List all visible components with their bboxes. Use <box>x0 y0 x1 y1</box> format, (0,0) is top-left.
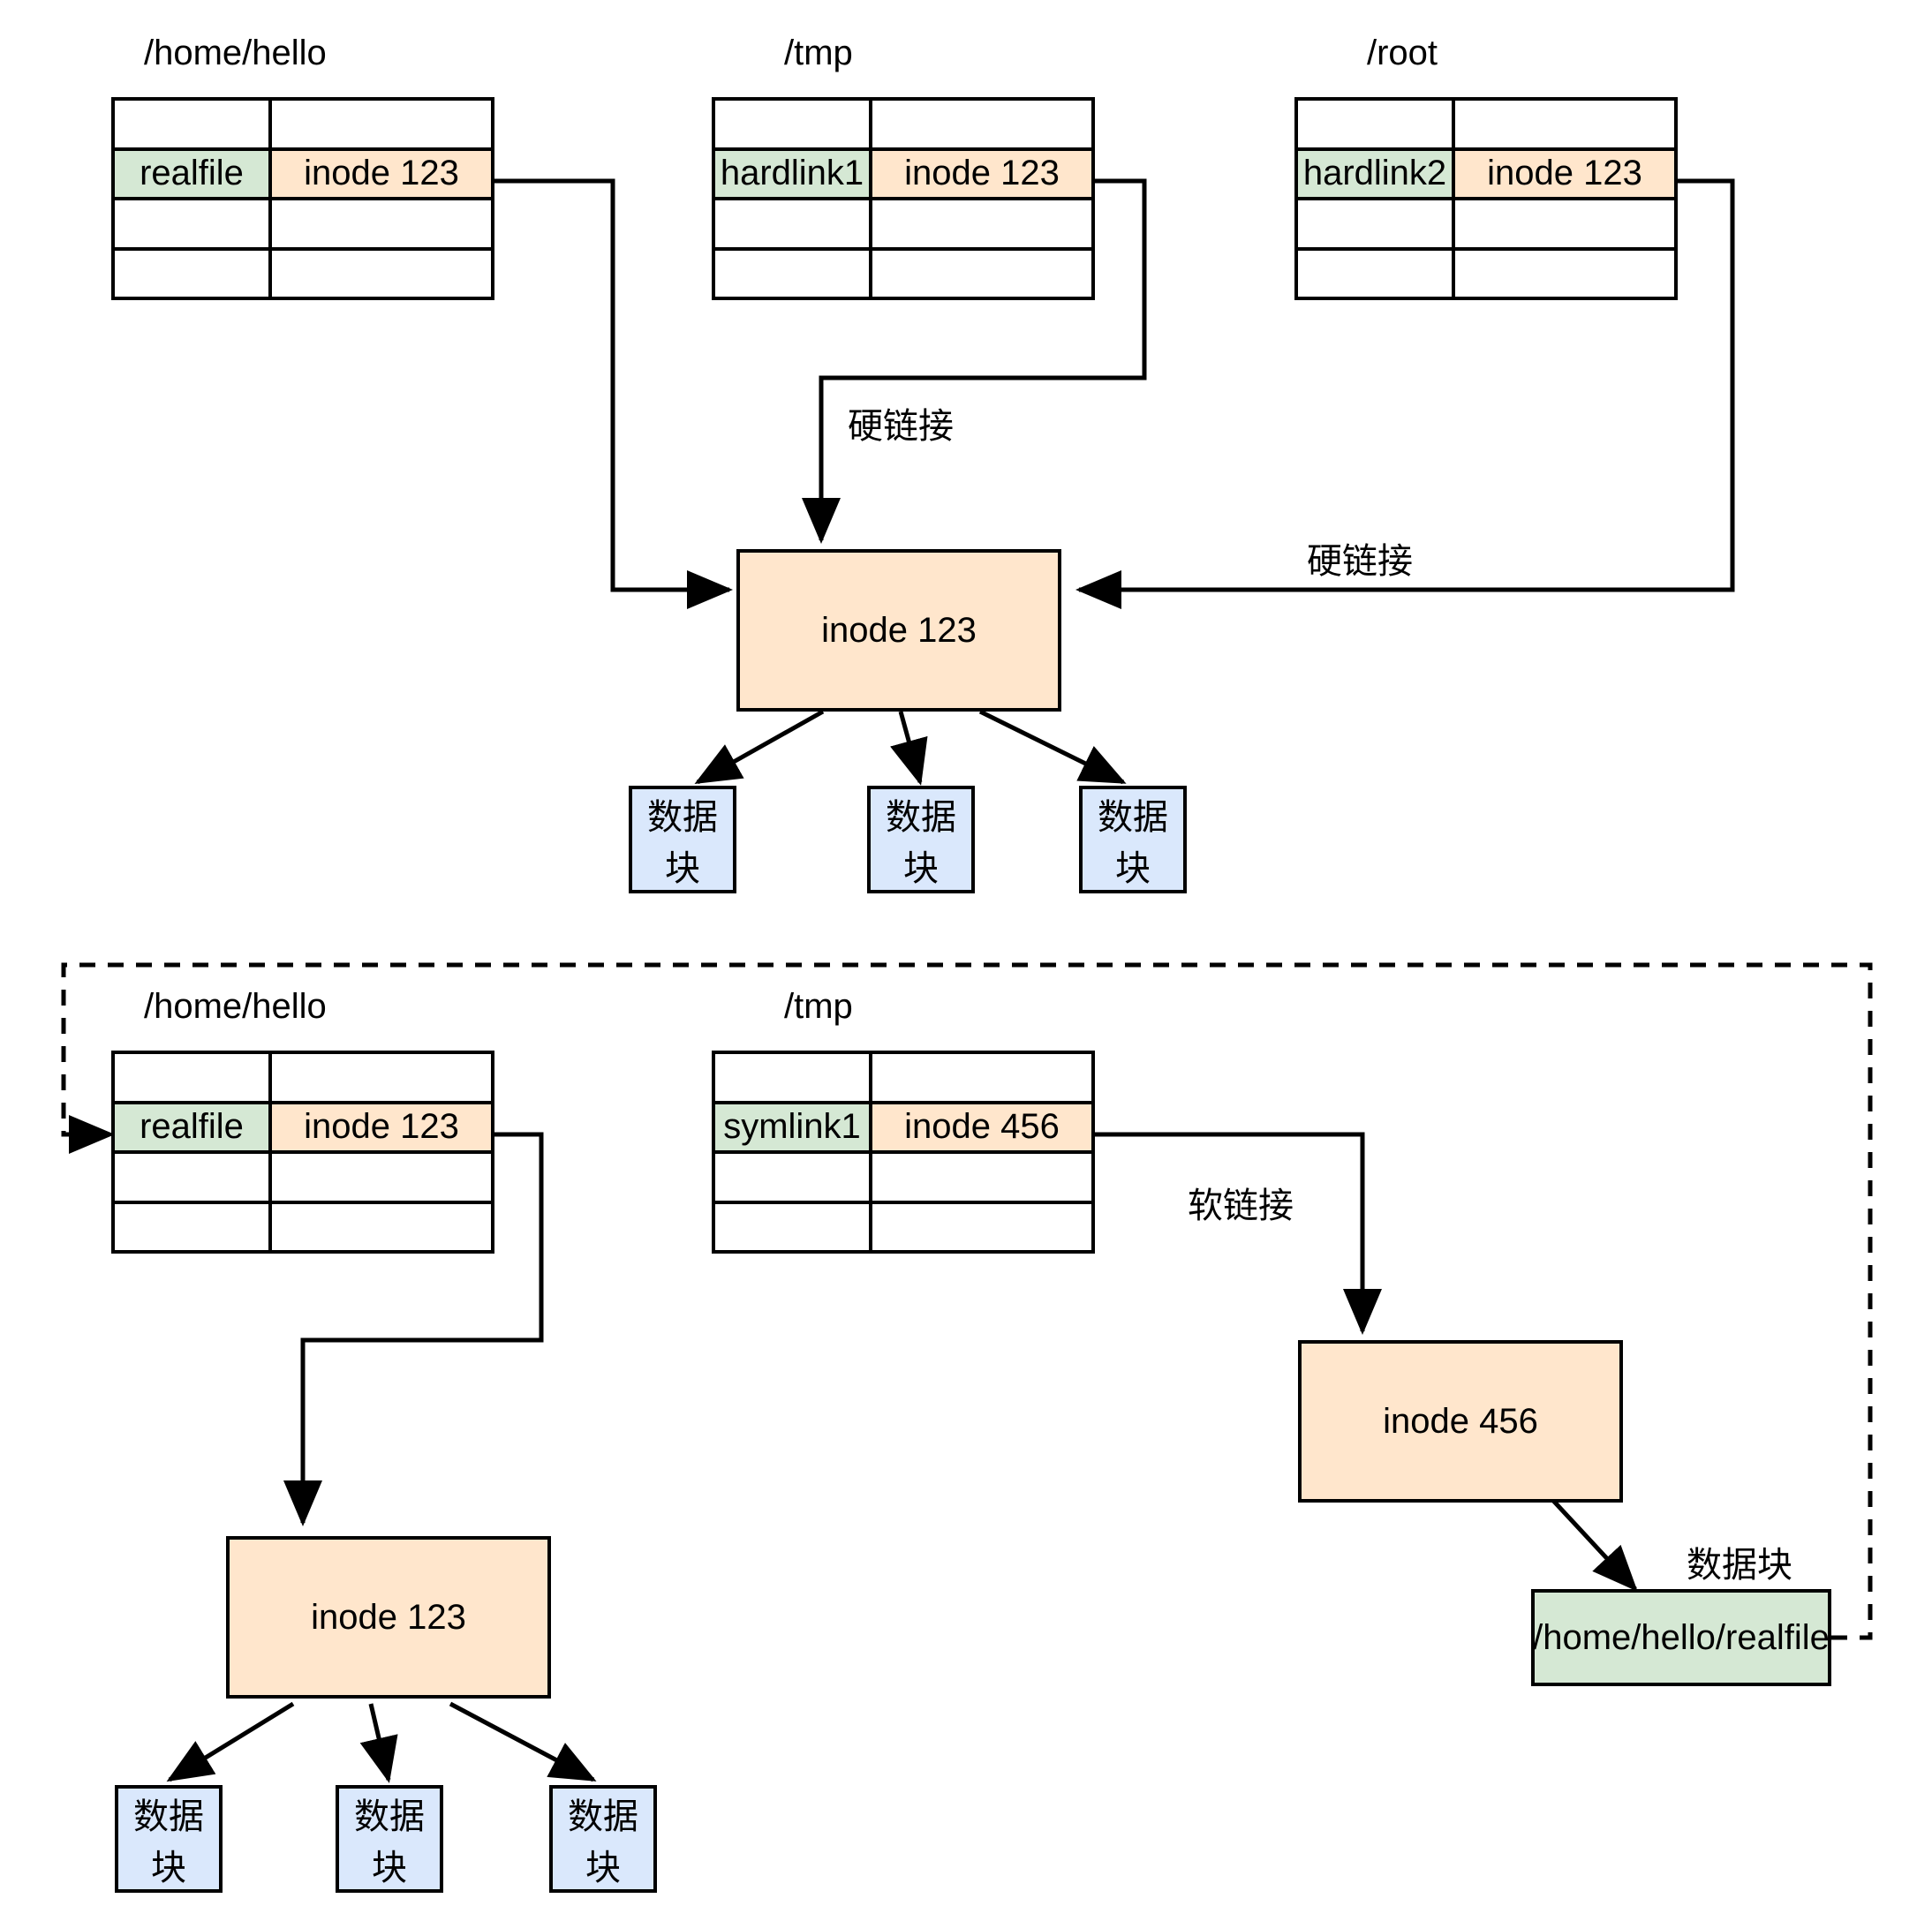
dir-cell-inode <box>272 101 491 147</box>
dir-row[interactable] <box>115 1203 491 1250</box>
dir-row[interactable]: hardlink1 inode 123 <box>715 150 1091 200</box>
edge-label-hardlink-center: 硬链接 <box>848 407 954 446</box>
dir-cell-name <box>1298 200 1455 247</box>
edge-symlink-to-inode456 <box>1095 1132 1382 1335</box>
dir-cell-name <box>115 1203 272 1250</box>
dir-cell-inode <box>872 200 1091 247</box>
edge-label-symlink: 软链接 <box>1188 1186 1294 1225</box>
dir-row[interactable] <box>115 1054 491 1104</box>
dir-cell-name: hardlink2 <box>1298 150 1455 197</box>
dir-cell-name: realfile <box>115 1104 272 1150</box>
dir-cell-name <box>715 200 872 247</box>
dir-cell-inode <box>872 101 1091 147</box>
dir-cell-inode: inode 123 <box>872 150 1091 197</box>
dir-cell-name: hardlink1 <box>715 150 872 197</box>
dir-cell-name: realfile <box>115 150 272 197</box>
dir-row[interactable]: realfile inode 123 <box>115 1104 491 1154</box>
data-block-top-1[interactable]: 数据块 <box>629 786 736 893</box>
dir-cell-name <box>1298 250 1455 297</box>
dir-table-home-hello-bottom[interactable]: realfile inode 123 <box>111 1051 494 1254</box>
dir-row[interactable] <box>1298 250 1674 297</box>
dir-row[interactable]: symlink1 inode 456 <box>715 1104 1091 1154</box>
dir-path-label-home-hello-top: /home/hello <box>144 34 327 72</box>
edge-inode-to-datablock-2 <box>890 711 928 786</box>
dir-cell-inode <box>272 1203 491 1250</box>
edge-inode-to-datablock-1 <box>694 709 825 785</box>
dir-path-label-tmp-top: /tmp <box>784 34 853 72</box>
dir-table-root-top[interactable]: hardlink2 inode 123 <box>1294 97 1678 300</box>
dir-cell-name <box>115 101 272 147</box>
dir-cell-inode: inode 456 <box>872 1104 1091 1150</box>
dir-row[interactable]: hardlink2 inode 123 <box>1298 150 1674 200</box>
dir-row[interactable] <box>115 1154 491 1204</box>
edge-home-hello-to-inode <box>494 178 733 609</box>
edge-label-hardlink-right: 硬链接 <box>1307 542 1413 581</box>
dir-table-tmp-bottom[interactable]: symlink1 inode 456 <box>712 1051 1095 1254</box>
dir-cell-inode <box>1455 200 1674 247</box>
edge-inode-bottom-to-datablock-2 <box>359 1703 398 1783</box>
data-block-top-2[interactable]: 数据块 <box>867 786 975 893</box>
edge-inode456-to-target-path <box>1543 1490 1638 1592</box>
data-block-bottom-3[interactable]: 数据块 <box>549 1785 657 1893</box>
dir-cell-name <box>115 1054 272 1101</box>
dir-table-tmp-top[interactable]: hardlink1 inode 123 <box>712 97 1095 300</box>
dir-cell-inode: inode 123 <box>272 150 491 197</box>
target-path-box[interactable]: /home/hello/realfile <box>1531 1589 1831 1686</box>
dir-cell-inode <box>272 1154 491 1201</box>
dir-row[interactable] <box>1298 200 1674 251</box>
dir-row[interactable] <box>115 200 491 251</box>
inode-box-123-bottom[interactable]: inode 123 <box>226 1536 551 1699</box>
dir-row[interactable] <box>715 250 1091 297</box>
edge-label-data-block-symlink: 数据块 <box>1687 1546 1792 1585</box>
dir-cell-name <box>715 1054 872 1101</box>
dir-row[interactable] <box>115 101 491 151</box>
dir-row[interactable] <box>715 1154 1091 1204</box>
dir-cell-inode <box>1455 101 1674 147</box>
dir-cell-name <box>115 1154 272 1201</box>
dir-cell-name <box>1298 101 1455 147</box>
dir-cell-inode <box>872 1054 1091 1101</box>
dir-row[interactable] <box>1298 101 1674 151</box>
edge-inode-to-datablock-3 <box>978 709 1127 785</box>
dir-cell-inode <box>272 250 491 297</box>
edge-inode-bottom-to-datablock-3 <box>449 1701 597 1782</box>
dir-cell-inode <box>272 1054 491 1101</box>
dir-cell-name <box>715 1154 872 1201</box>
dir-table-home-hello-top[interactable]: realfile inode 123 <box>111 97 494 300</box>
dir-path-label-root-top: /root <box>1367 34 1438 72</box>
dir-row[interactable] <box>715 101 1091 151</box>
dir-cell-name: symlink1 <box>715 1104 872 1150</box>
dir-cell-inode <box>272 200 491 247</box>
dir-row[interactable] <box>115 250 491 297</box>
dir-cell-name <box>115 250 272 297</box>
dir-cell-inode <box>872 250 1091 297</box>
data-block-bottom-2[interactable]: 数据块 <box>336 1785 443 1893</box>
dir-cell-inode: inode 123 <box>1455 150 1674 197</box>
dir-row[interactable] <box>715 1054 1091 1104</box>
dir-path-label-tmp-bottom: /tmp <box>784 987 853 1026</box>
dir-cell-name <box>715 250 872 297</box>
data-block-top-3[interactable]: 数据块 <box>1079 786 1187 893</box>
dir-cell-inode <box>872 1154 1091 1201</box>
inode-box-123-top[interactable]: inode 123 <box>736 549 1061 712</box>
dir-cell-inode: inode 123 <box>272 1104 491 1150</box>
dir-row[interactable]: realfile inode 123 <box>115 150 491 200</box>
dir-cell-inode <box>1455 250 1674 297</box>
dir-cell-name <box>715 1203 872 1250</box>
dir-cell-inode <box>872 1203 1091 1250</box>
dir-row[interactable] <box>715 1203 1091 1250</box>
edge-inode-bottom-to-datablock-1 <box>166 1701 295 1782</box>
data-block-bottom-1[interactable]: 数据块 <box>115 1785 223 1893</box>
dir-row[interactable] <box>715 200 1091 251</box>
inode-box-456[interactable]: inode 456 <box>1298 1340 1623 1503</box>
dir-path-label-home-hello-bottom: /home/hello <box>144 987 327 1026</box>
dir-cell-name <box>115 200 272 247</box>
dir-cell-name <box>715 101 872 147</box>
